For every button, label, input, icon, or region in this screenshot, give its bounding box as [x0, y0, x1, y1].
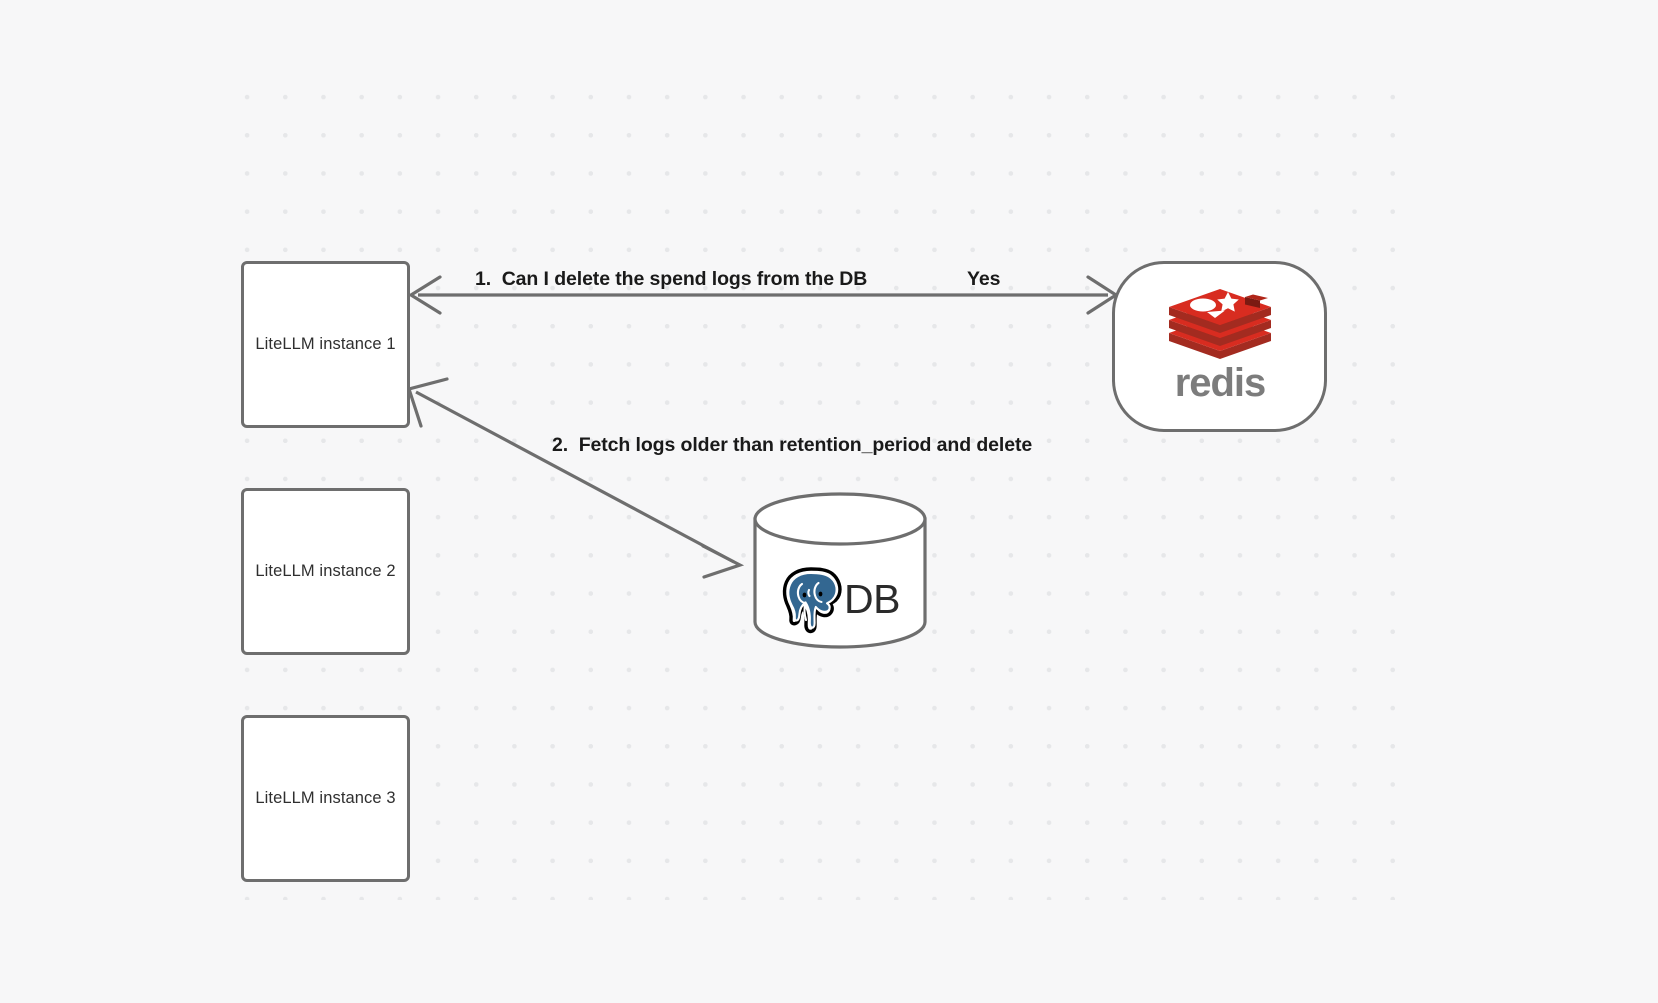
- arrowhead-left: [407, 275, 442, 315]
- postgresql-elephant-icon: [782, 566, 842, 633]
- arrowhead-downright: [701, 544, 745, 579]
- node-label: LiteLLM instance 2: [255, 561, 396, 580]
- arrowhead-upleft: [406, 377, 449, 428]
- svg-text:redis: redis: [1174, 363, 1265, 405]
- redis-wordmark: redis: [1174, 363, 1266, 405]
- edge-label-fetch-delete: 2. Fetch logs older than retention_perio…: [552, 434, 1033, 456]
- edge-label-answer: Yes: [967, 268, 1001, 290]
- node-label: LiteLLM instance 3: [255, 788, 396, 807]
- node-label: LiteLLM instance 1: [255, 334, 396, 353]
- redis-stack-icon: [1168, 288, 1271, 359]
- node-redis[interactable]: redis: [1112, 261, 1327, 432]
- node-litellm-instance-1[interactable]: LiteLLM instance 1: [241, 261, 410, 428]
- edge-label-question: 1. Can I delete the spend logs from the …: [475, 268, 868, 290]
- node-litellm-instance-3[interactable]: LiteLLM instance 3: [241, 715, 410, 882]
- node-litellm-instance-2[interactable]: LiteLLM instance 2: [241, 488, 410, 655]
- edge-litellm1-database: [406, 377, 745, 579]
- database-label: DB: [844, 576, 900, 622]
- node-database[interactable]: DB: [752, 492, 928, 649]
- database-logo-row: DB: [752, 550, 928, 649]
